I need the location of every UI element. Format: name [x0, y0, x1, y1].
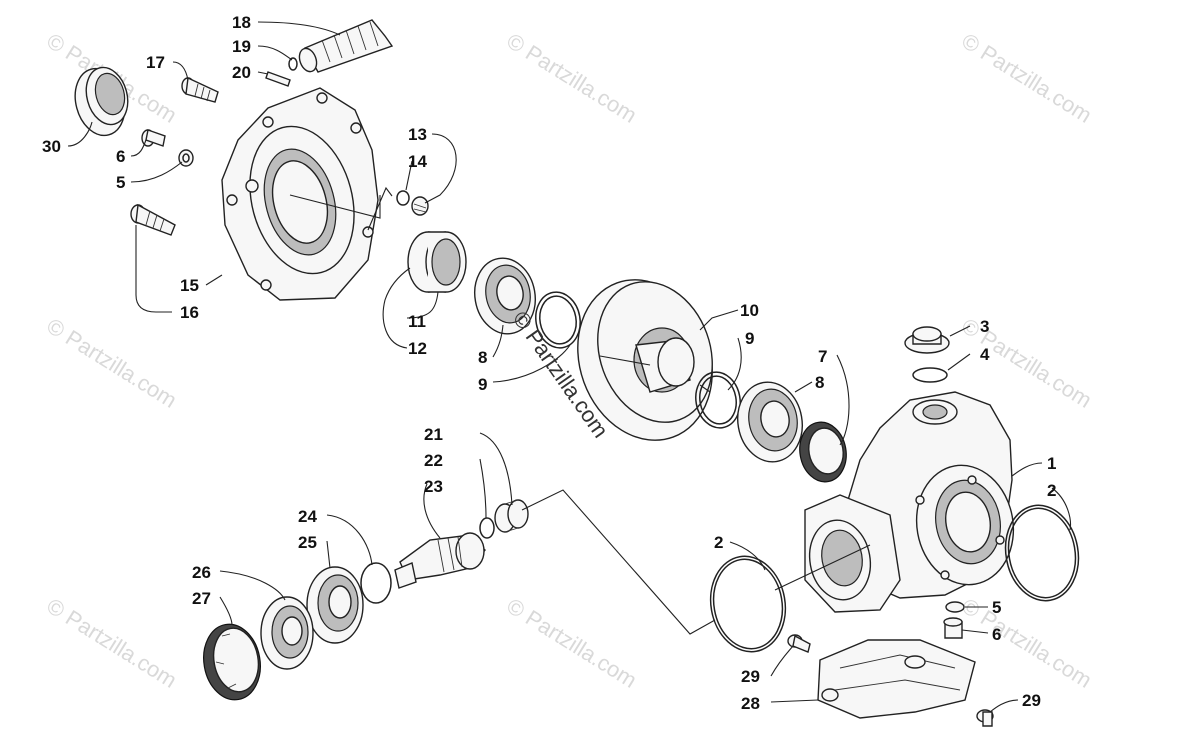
- callout-number: 30: [42, 137, 61, 156]
- washer-part: [178, 149, 194, 167]
- o-ring-part: [709, 555, 787, 653]
- callout-number: 9: [478, 375, 487, 394]
- callout-number: 8: [815, 373, 824, 392]
- washer-hole: [182, 153, 190, 163]
- callout-number: 19: [232, 37, 251, 56]
- callout-number: 5: [116, 173, 125, 192]
- pinion-gear-part: [394, 532, 486, 589]
- callout-number: 24: [298, 507, 317, 526]
- bolt-part: [976, 709, 994, 727]
- callout-number: 18: [232, 13, 251, 32]
- callout-number: 22: [424, 451, 443, 470]
- callout-number: 27: [192, 589, 211, 608]
- o-ring-inner: [712, 558, 784, 650]
- callout-number: 5: [992, 598, 1001, 617]
- bolt-part: [181, 76, 219, 103]
- callout-number: 23: [424, 477, 443, 496]
- bolt-part: [130, 203, 176, 236]
- boot-part: [298, 19, 394, 73]
- o-ring-part: [1004, 504, 1080, 602]
- watermark: © Partzilla.com: [957, 313, 1096, 413]
- sleeve-part: [407, 231, 467, 293]
- shim-ring-part: [695, 371, 741, 429]
- leader-lines: [67, 21, 1072, 713]
- bearing-part: [474, 257, 536, 335]
- shim-ring-part: [360, 562, 392, 604]
- bolt-part: [141, 129, 166, 147]
- callout-number: 29: [1022, 691, 1041, 710]
- bearing-part: [737, 381, 803, 463]
- callout-number: 14: [408, 152, 427, 171]
- callout-number: 26: [192, 563, 211, 582]
- watermark: © Partzilla.com: [502, 28, 641, 128]
- callout-number: 8: [478, 348, 487, 367]
- shim-ring-inner: [539, 295, 577, 345]
- snap-ring-part: [479, 517, 495, 539]
- callout-number: 20: [232, 63, 251, 82]
- callout-number: 6: [992, 625, 1001, 644]
- bolt-part: [943, 617, 963, 639]
- plug-part: [411, 196, 429, 216]
- bolt-part: [787, 634, 811, 653]
- watermark: © Partzilla.com: [957, 28, 1096, 128]
- lock-nut-part: [203, 623, 261, 701]
- callout-number: 15: [180, 276, 199, 295]
- callout-number: 21: [424, 425, 443, 444]
- callout-number: 4: [980, 345, 990, 364]
- clip-part: [288, 57, 298, 71]
- washer-part: [945, 601, 965, 613]
- callout-number: 16: [180, 303, 199, 322]
- pin-part: [265, 71, 291, 87]
- seal-part: [799, 421, 847, 483]
- callout-number: 6: [116, 147, 125, 166]
- callout-number: 28: [741, 694, 760, 713]
- callout-number: 25: [298, 533, 317, 552]
- o-ring-inner: [1007, 507, 1077, 599]
- shim-ring-inner: [699, 375, 737, 425]
- callout-number: 17: [146, 53, 165, 72]
- fill-plug-part: [904, 326, 950, 354]
- watermark: © Partzilla.com: [42, 593, 181, 693]
- o-ring-part: [912, 367, 948, 383]
- shim-ring-part: [535, 291, 581, 349]
- watermark: © Partzilla.com: [502, 593, 641, 693]
- callout-number: 11: [408, 312, 426, 331]
- cover-housing-part: [221, 87, 379, 301]
- callout-number: 2: [714, 533, 723, 552]
- callout-layer: 18 19 20 17 30 6 5 15 16 13 14 11 12 10 …: [42, 13, 1056, 713]
- bearing-part: [260, 596, 314, 670]
- callout-number: 10: [740, 301, 759, 320]
- o-ring-part: [396, 190, 410, 206]
- seal-cap-part: [74, 66, 129, 137]
- callout-number: 3: [980, 317, 989, 336]
- ring-gear-part: [577, 279, 713, 441]
- callout-number: 2: [1047, 481, 1056, 500]
- needle-bearing-part: [494, 499, 529, 533]
- bearing-part: [306, 566, 364, 644]
- callout-number: 29: [741, 667, 760, 686]
- watermark: © Partzilla.com: [957, 593, 1096, 693]
- callout-number: 7: [818, 347, 827, 366]
- watermark: © Partzilla.com: [42, 313, 181, 413]
- callout-number: 9: [745, 329, 754, 348]
- gear-case-housing-part: [804, 391, 1015, 613]
- callout-number: 1: [1047, 454, 1056, 473]
- callout-number: 12: [408, 339, 427, 358]
- skid-plate-part: [817, 639, 976, 719]
- callout-number: 13: [408, 125, 427, 144]
